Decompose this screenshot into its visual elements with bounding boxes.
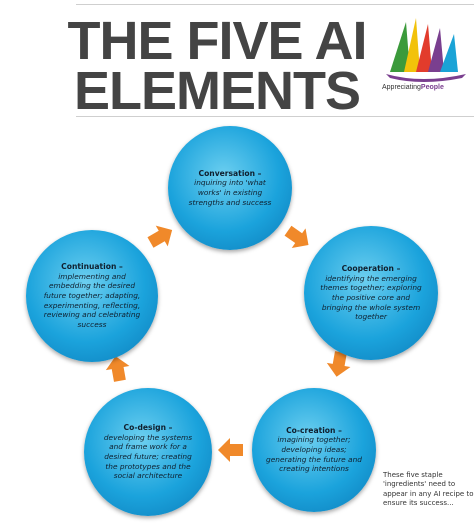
logo-word-1: Appreciating (382, 84, 421, 91)
element-title: Co-design – (123, 423, 173, 433)
element-circle-co-design: Co-design – developing the systems and f… (84, 388, 212, 516)
arrow-icon (218, 438, 243, 462)
arrow-icon (284, 225, 309, 248)
page-title-line1: THE FIVE AI (67, 11, 367, 71)
element-title: Cooperation – (341, 264, 401, 274)
page-title-line2: ELEMENTS (73, 61, 361, 121)
logo-wordmark: AppreciatingPeople (382, 84, 444, 91)
element-description: developing the systems and frame work fo… (103, 432, 193, 481)
element-circle-conversation: Conversation – inquiring into 'what work… (168, 126, 292, 250)
bottom-rule (76, 116, 474, 117)
top-rule (76, 4, 474, 5)
arrow-icon (105, 356, 130, 382)
element-description: inquiring into 'what works' in existing … (188, 178, 272, 207)
appreciating-people-logo-icon (386, 18, 466, 82)
element-title: Co-creation – (286, 426, 342, 435)
element-circle-cooperation: Cooperation – identifying the emerging t… (304, 226, 438, 360)
element-circle-continuation: Continuation – implementing and embeddin… (26, 230, 158, 362)
arrow-icon (326, 351, 351, 377)
arrow-icon (147, 225, 173, 248)
element-description: imagining together; developing ideas; ge… (266, 435, 362, 474)
element-circle-co-creation: Co-creation – imagining together; develo… (252, 388, 376, 512)
element-title: Continuation – (61, 262, 123, 272)
element-description: implementing and embedding the desired f… (43, 271, 141, 329)
element-description: identifying the emerging themes together… (320, 273, 422, 322)
footnote: These five staple 'ingredients' need to … (383, 471, 474, 508)
logo-word-2: People (420, 84, 444, 91)
element-title: Conversation – (198, 168, 262, 178)
